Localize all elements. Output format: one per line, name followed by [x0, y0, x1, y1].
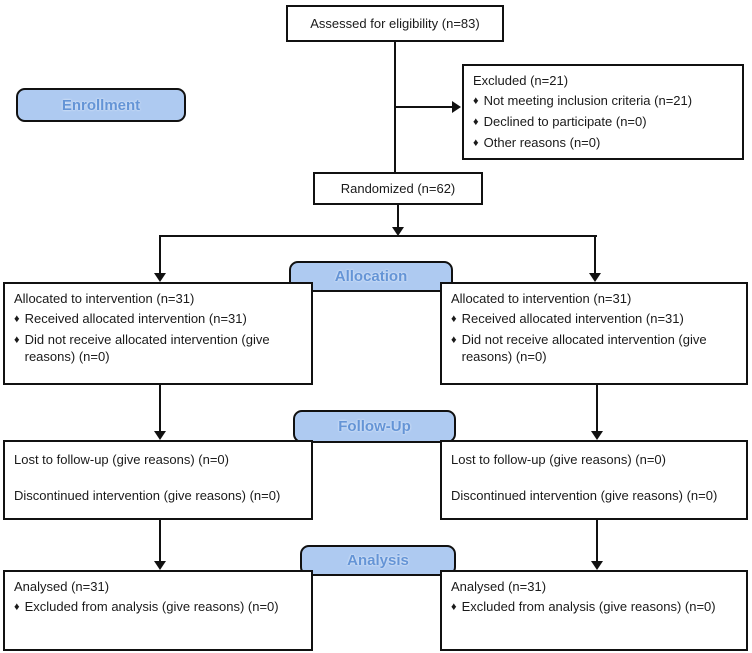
arrowhead-down-icon: [591, 431, 603, 440]
analysis-left-box: Analysed (n=31) ♦ Excluded from analysis…: [3, 570, 313, 651]
allocation-right-item: Did not receive allocated intervention (…: [461, 332, 707, 365]
stage-enrollment-label: Enrollment: [61, 96, 141, 114]
followup-right-box: Lost to follow-up (give reasons) (n=0) D…: [440, 440, 748, 520]
followup-right-line: Lost to follow-up (give reasons) (n=0): [451, 452, 666, 467]
followup-left-line: Discontinued intervention (give reasons)…: [14, 487, 281, 503]
connector-line: [159, 520, 161, 562]
diamond-bullet-icon: ♦: [473, 116, 479, 129]
allocation-right-title: Allocated to intervention (n=31): [451, 291, 632, 306]
stage-analysis-pill: Analysis: [300, 545, 456, 576]
analysis-right-box: Analysed (n=31) ♦ Excluded from analysis…: [440, 570, 748, 651]
arrowhead-down-icon: [154, 431, 166, 440]
arrowhead-down-icon: [591, 561, 603, 570]
stage-allocation-pill: Allocation: [289, 261, 453, 292]
list-item: ♦ Excluded from analysis (give reasons) …: [451, 599, 737, 616]
assessed-eligibility-text: Assessed for eligibility (n=83): [310, 16, 480, 31]
randomized-text: Randomized (n=62): [340, 181, 456, 196]
list-item: ♦ Did not receive allocated intervention…: [14, 332, 302, 366]
allocation-right-box: Allocated to intervention (n=31) ♦ Recei…: [440, 282, 748, 385]
stage-followup-pill: Follow-Up: [293, 410, 456, 443]
arrowhead-down-icon: [392, 227, 404, 236]
connector-line: [159, 235, 597, 237]
diamond-bullet-icon: ♦: [451, 601, 457, 614]
list-item: ♦ Did not receive allocated intervention…: [451, 332, 737, 366]
assessed-eligibility-box: Assessed for eligibility (n=83): [286, 5, 504, 42]
allocation-left-item: Received allocated intervention (n=31): [24, 311, 247, 327]
analysis-right-item: Excluded from analysis (give reasons) (n…: [461, 599, 716, 615]
arrowhead-down-icon: [154, 561, 166, 570]
diamond-bullet-icon: ♦: [473, 137, 479, 150]
list-item: ♦ Received allocated intervention (n=31): [451, 311, 737, 328]
connector-line: [397, 205, 399, 228]
excluded-item: Declined to participate (n=0): [483, 114, 647, 130]
allocation-right-item: Received allocated intervention (n=31): [461, 311, 684, 327]
allocation-left-item: Did not receive allocated intervention (…: [24, 332, 270, 365]
diamond-bullet-icon: ♦: [451, 334, 457, 347]
analysis-left-title: Analysed (n=31): [14, 579, 110, 594]
list-item: ♦ Not meeting inclusion criteria (n=21): [473, 93, 733, 110]
diamond-bullet-icon: ♦: [14, 601, 20, 614]
connector-line: [395, 106, 452, 108]
connector-line: [596, 385, 598, 432]
diamond-bullet-icon: ♦: [451, 313, 457, 326]
connector-line: [159, 385, 161, 432]
excluded-item: Not meeting inclusion criteria (n=21): [483, 93, 693, 109]
stage-followup-label: Follow-Up: [338, 418, 411, 435]
diamond-bullet-icon: ♦: [473, 95, 479, 108]
list-item: ♦ Received allocated intervention (n=31): [14, 311, 302, 328]
arrowhead-right-icon: [452, 101, 461, 113]
diamond-bullet-icon: ♦: [14, 334, 20, 347]
excluded-item: Other reasons (n=0): [483, 135, 601, 151]
diamond-bullet-icon: ♦: [14, 313, 20, 326]
allocation-left-box: Allocated to intervention (n=31) ♦ Recei…: [3, 282, 313, 385]
stage-analysis-label: Analysis: [347, 552, 409, 569]
arrowhead-down-icon: [589, 273, 601, 282]
followup-left-line: Lost to follow-up (give reasons) (n=0): [14, 452, 229, 467]
followup-left-box: Lost to follow-up (give reasons) (n=0) D…: [3, 440, 313, 520]
allocation-left-title: Allocated to intervention (n=31): [14, 291, 195, 306]
connector-line: [596, 520, 598, 562]
analysis-right-title: Analysed (n=31): [451, 579, 547, 594]
excluded-box: Excluded (n=21) ♦ Not meeting inclusion …: [462, 64, 744, 160]
randomized-box: Randomized (n=62): [313, 172, 483, 205]
analysis-left-item: Excluded from analysis (give reasons) (n…: [24, 599, 279, 615]
list-item: ♦ Excluded from analysis (give reasons) …: [14, 599, 302, 616]
connector-line: [594, 236, 596, 274]
followup-right-line: Discontinued intervention (give reasons)…: [451, 487, 718, 503]
list-item: ♦ Other reasons (n=0): [473, 135, 733, 152]
excluded-title: Excluded (n=21): [473, 73, 569, 88]
arrowhead-down-icon: [154, 273, 166, 282]
stage-allocation-label: Allocation: [334, 268, 408, 285]
stage-enrollment-pill: Enrollment: [16, 88, 186, 122]
connector-line: [159, 236, 161, 274]
list-item: ♦ Declined to participate (n=0): [473, 114, 733, 131]
